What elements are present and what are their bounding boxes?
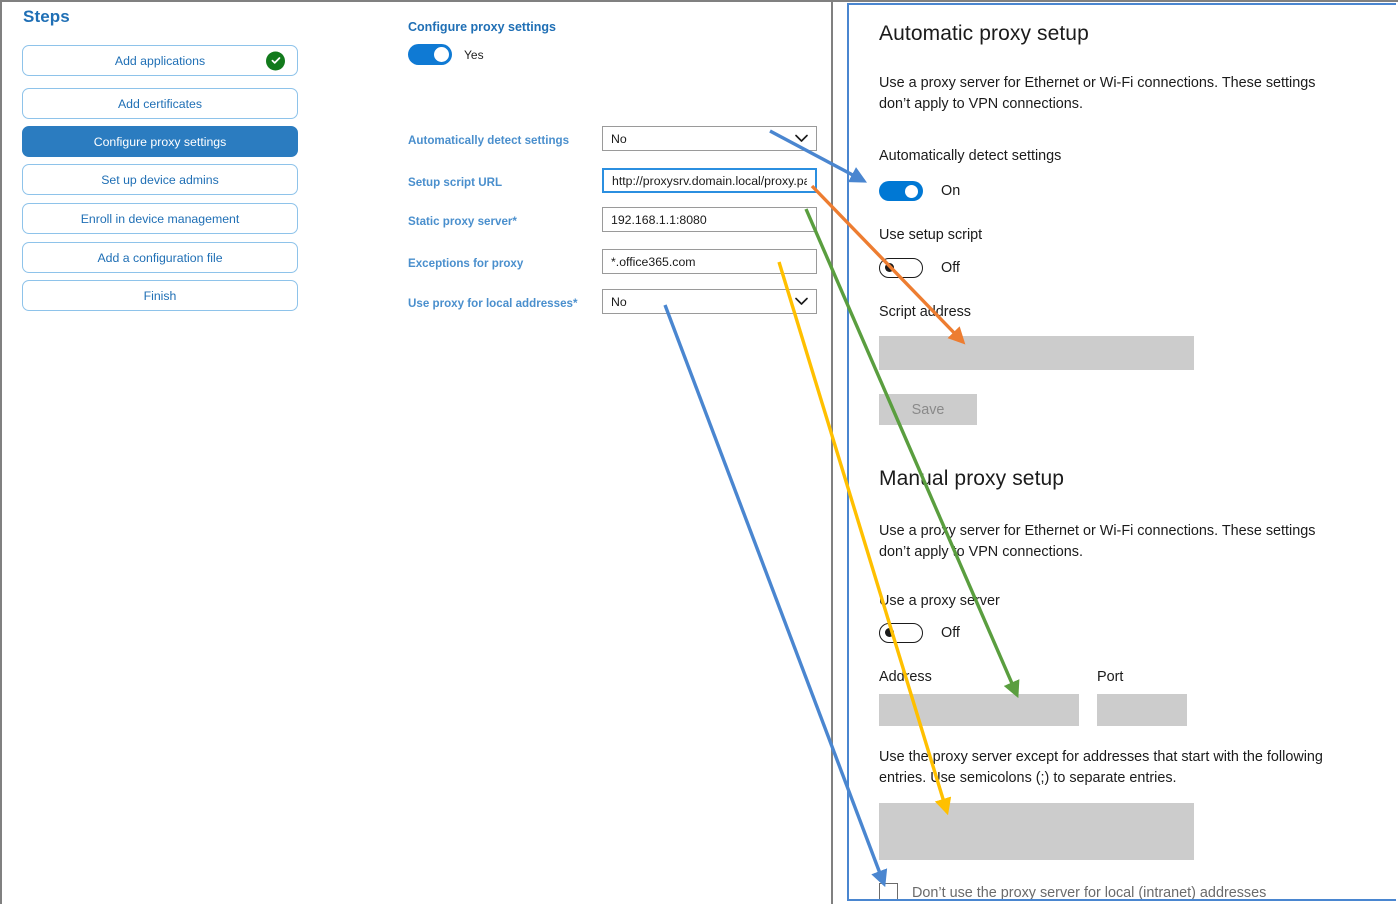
automatically-detect-settings-label: Automatically detect settings bbox=[879, 148, 1062, 164]
label-text: Exceptions for proxy bbox=[408, 257, 524, 270]
step-label: Configure proxy settings bbox=[93, 134, 227, 149]
exceptions-input[interactable] bbox=[879, 803, 1194, 860]
select-use-proxy-for-local-addresses[interactable]: No bbox=[602, 289, 817, 314]
step-label: Enroll in device management bbox=[80, 211, 240, 226]
sidebar-item-finish[interactable]: Finish bbox=[22, 280, 298, 311]
automatic-proxy-setup-heading: Automatic proxy setup bbox=[879, 22, 1089, 45]
automatically-detect-settings-toggle[interactable] bbox=[879, 181, 923, 201]
sidebar-item-set-up-device-admins[interactable]: Set up device admins bbox=[22, 164, 298, 195]
sidebar-item-add-applications[interactable]: Add applications bbox=[22, 45, 298, 76]
check-circle-icon bbox=[266, 51, 285, 70]
exceptions-description: Use the proxy server except for addresse… bbox=[879, 749, 1323, 786]
label-setup-script-url: Setup script URL bbox=[408, 176, 502, 189]
label-use-proxy-for-local-addresses: Use proxy for local addresses* bbox=[408, 297, 577, 310]
windows-proxy-settings-panel: Automatic proxy setup Use a proxy server… bbox=[847, 3, 1396, 901]
label-text: Automatically detect settings bbox=[408, 134, 570, 147]
use-setup-script-label: Use setup script bbox=[879, 227, 983, 243]
label-automatically-detect-settings: Automatically detect settings bbox=[408, 134, 569, 147]
input-value: http://proxysrv.domain.local/proxy.pa bbox=[612, 173, 807, 188]
address-input[interactable] bbox=[879, 694, 1079, 726]
select-automatically-detect-settings[interactable]: No bbox=[602, 126, 817, 151]
use-setup-script-toggle-row: Off bbox=[879, 258, 960, 278]
manual-proxy-setup-heading: Manual proxy setup bbox=[879, 467, 1065, 490]
toggle-knob bbox=[434, 47, 449, 62]
required-marker: * bbox=[512, 215, 517, 228]
automatically-detect-settings-state: On bbox=[941, 183, 961, 199]
label-static-proxy-server: Static proxy server* bbox=[408, 215, 517, 228]
step-label: Add certificates bbox=[117, 96, 203, 111]
toggle-knob bbox=[885, 263, 894, 272]
configure-proxy-toggle[interactable] bbox=[408, 44, 452, 65]
label-text: Static proxy server bbox=[408, 215, 513, 228]
proxy-form-panel: Configure proxy settings Yes Automatical… bbox=[400, 0, 830, 904]
use-a-proxy-server-label: Use a proxy server bbox=[879, 593, 1000, 609]
select-value: No bbox=[611, 294, 627, 309]
input-setup-script-url[interactable]: http://proxysrv.domain.local/proxy.pa bbox=[602, 168, 817, 193]
automatically-detect-settings-toggle-row: On bbox=[879, 181, 960, 201]
step-label: Add a configuration file bbox=[97, 250, 223, 265]
chevron-down-icon bbox=[795, 295, 808, 309]
toggle-knob bbox=[905, 184, 918, 198]
left-divider bbox=[0, 0, 2, 904]
manual-proxy-setup-description: Use a proxy server for Ethernet or Wi-Fi… bbox=[879, 523, 1316, 560]
bypass-local-checkbox[interactable] bbox=[879, 883, 898, 899]
steps-title: Steps bbox=[23, 7, 70, 26]
script-address-input[interactable] bbox=[879, 336, 1194, 370]
script-address-label: Script address bbox=[879, 304, 971, 320]
use-a-proxy-server-state: Off bbox=[941, 625, 960, 641]
input-exceptions-for-proxy[interactable]: *.office365.com bbox=[602, 249, 817, 274]
chevron-down-icon bbox=[795, 132, 808, 146]
form-heading: Configure proxy settings bbox=[408, 20, 556, 34]
configure-proxy-toggle-row: Yes bbox=[408, 44, 484, 65]
bypass-local-row: Don’t use the proxy server for local (in… bbox=[879, 883, 1267, 901]
port-label: Port bbox=[1097, 669, 1124, 685]
required-marker: * bbox=[572, 297, 578, 310]
step-label: Finish bbox=[143, 288, 177, 303]
center-divider bbox=[831, 0, 833, 904]
use-a-proxy-server-toggle[interactable] bbox=[879, 623, 923, 643]
save-button[interactable]: Save bbox=[879, 394, 977, 425]
configure-proxy-toggle-value: Yes bbox=[464, 47, 484, 62]
sidebar-item-add-a-configuration-file[interactable]: Add a configuration file bbox=[22, 242, 298, 273]
sidebar-item-add-certificates[interactable]: Add certificates bbox=[22, 88, 298, 119]
input-value: 192.168.1.1:8080 bbox=[611, 212, 707, 227]
toggle-knob bbox=[885, 628, 894, 637]
step-label: Set up device admins bbox=[101, 172, 219, 187]
input-value: *.office365.com bbox=[611, 254, 696, 269]
sidebar-item-configure-proxy-settings[interactable]: Configure proxy settings bbox=[22, 126, 298, 157]
automatic-proxy-setup-description: Use a proxy server for Ethernet or Wi-Fi… bbox=[879, 75, 1316, 112]
use-setup-script-toggle[interactable] bbox=[879, 258, 923, 278]
bypass-local-label: Don’t use the proxy server for local (in… bbox=[912, 884, 1267, 901]
select-value: No bbox=[611, 131, 627, 146]
steps-panel: Steps Add applications Add certificates … bbox=[10, 0, 322, 904]
label-exceptions-for-proxy: Exceptions for proxy bbox=[408, 257, 523, 270]
sidebar-item-enroll-in-device-management[interactable]: Enroll in device management bbox=[22, 203, 298, 234]
step-label: Add applications bbox=[114, 53, 206, 68]
use-a-proxy-server-toggle-row: Off bbox=[879, 623, 960, 643]
label-text: Setup script URL bbox=[408, 176, 503, 189]
top-divider bbox=[0, 0, 1398, 2]
port-input[interactable] bbox=[1097, 694, 1187, 726]
label-text: Use proxy for local addresses bbox=[408, 297, 573, 310]
use-setup-script-state: Off bbox=[941, 260, 960, 276]
address-label: Address bbox=[879, 669, 932, 685]
input-static-proxy-server[interactable]: 192.168.1.1:8080 bbox=[602, 207, 817, 232]
